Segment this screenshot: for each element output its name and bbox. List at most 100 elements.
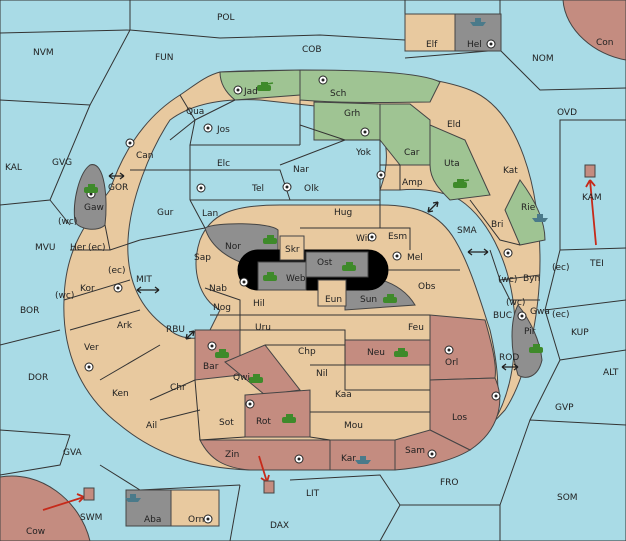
double-arrow-icon <box>108 172 125 180</box>
army-tank-icon[interactable] <box>84 184 98 193</box>
province-skr[interactable] <box>279 235 305 261</box>
fleet-unit-marker[interactable] <box>263 480 275 494</box>
label-olk: Olk <box>304 184 320 194</box>
supply-center <box>444 345 454 355</box>
label-fun: FUN <box>155 53 174 63</box>
double-arrow-icon <box>501 363 519 371</box>
supply-center <box>376 170 386 180</box>
label-gwa: Gwa <box>530 307 550 317</box>
label-wc2: (wc) <box>55 291 74 301</box>
double-arrow-icon <box>467 248 489 256</box>
fleet-ship-icon[interactable] <box>125 494 141 502</box>
label-obs: Obs <box>418 282 436 292</box>
label-web: Web <box>286 274 306 284</box>
supply-center <box>125 138 135 148</box>
label-wil: Wil <box>356 234 370 244</box>
supply-center <box>491 391 501 401</box>
province-kar[interactable] <box>329 439 396 471</box>
fleet-ship-icon[interactable] <box>470 18 486 26</box>
label-grh: Grh <box>344 109 360 119</box>
units <box>83 18 596 502</box>
label-hel: Hel <box>467 40 482 50</box>
province-uta[interactable] <box>429 124 491 201</box>
supply-center <box>239 277 249 287</box>
label-gvp: GVP <box>555 403 574 413</box>
label-sun: Sun <box>360 295 377 305</box>
province-qwi[interactable] <box>224 344 301 396</box>
label-ver: Ver <box>84 343 99 353</box>
province-elf[interactable] <box>404 13 456 52</box>
label-buc: BUC <box>493 311 512 321</box>
army-tank-icon[interactable] <box>257 82 274 91</box>
province-neu[interactable] <box>344 339 431 366</box>
supply-center <box>360 127 370 137</box>
label-neu: Neu <box>367 348 385 358</box>
label-bri: Bri <box>491 220 503 230</box>
label-eld: Eld <box>447 120 461 130</box>
province-con[interactable] <box>562 0 626 61</box>
province-rot[interactable] <box>244 389 311 438</box>
supply-center <box>84 362 94 372</box>
fleet-unit-marker[interactable] <box>584 164 596 178</box>
label-wc1: (wc) <box>58 217 77 227</box>
supply-center <box>203 514 213 524</box>
army-tank-icon[interactable] <box>394 348 408 357</box>
province-orl[interactable] <box>429 314 496 381</box>
fleet-ship-icon[interactable] <box>355 456 371 464</box>
army-tank-icon[interactable] <box>383 294 397 303</box>
order-arrows <box>42 179 597 511</box>
label-hil: Hil <box>253 299 265 309</box>
label-chp: Chp <box>298 347 316 357</box>
army-tank-icon[interactable] <box>282 414 296 423</box>
label-kat: Kat <box>503 166 518 176</box>
army-tank-icon[interactable] <box>529 344 543 353</box>
double-arrow-icon <box>185 330 195 340</box>
army-tank-icon[interactable] <box>249 374 263 383</box>
label-orl: Orl <box>445 358 458 368</box>
label-ost: Ost <box>317 258 333 268</box>
label-pol: POL <box>217 13 235 23</box>
label-gur: Gur <box>157 208 174 218</box>
province-sch[interactable] <box>299 69 441 103</box>
label-orn: Orn <box>188 515 204 525</box>
label-kaa: Kaa <box>335 390 352 400</box>
label-rbu: RBU <box>166 325 185 335</box>
fleet-unit-marker[interactable] <box>83 487 95 501</box>
supply-center <box>427 449 437 459</box>
label-gor: GOR <box>108 183 128 193</box>
label-her: Her <box>70 243 86 253</box>
supply-center <box>486 39 496 49</box>
label-dor: DOR <box>28 373 48 383</box>
label-jad: Jad <box>243 87 258 97</box>
label-ovd: OVD <box>557 108 577 118</box>
label-gvg: GVG <box>52 158 72 168</box>
army-tank-icon[interactable] <box>342 262 356 271</box>
label-rot: Rot <box>256 417 271 427</box>
label-kam: KAM <box>582 193 602 203</box>
label-nar: Nar <box>293 165 309 175</box>
province-grh[interactable] <box>313 101 381 141</box>
army-tank-icon[interactable] <box>215 349 229 358</box>
double-arrow-icon <box>136 286 160 294</box>
army-tank-icon[interactable] <box>263 272 277 281</box>
label-uru: Uru <box>255 323 271 333</box>
label-qwi: Qwi <box>233 373 250 383</box>
label-qua: Qua <box>186 107 204 117</box>
army-tank-icon[interactable] <box>453 179 470 188</box>
label-sma: SMA <box>457 226 477 236</box>
label-esm: Esm <box>388 232 407 242</box>
label-zin: Zin <box>225 450 239 460</box>
supply-center <box>196 183 206 193</box>
army-tank-icon[interactable] <box>263 235 277 244</box>
province-eun[interactable] <box>317 279 347 307</box>
label-sap: Sap <box>194 253 211 263</box>
province-ost[interactable] <box>305 251 369 278</box>
label-hug: Hug <box>334 208 352 218</box>
fleet-ship-icon[interactable] <box>532 214 548 222</box>
province-pir[interactable] <box>511 304 543 378</box>
label-skr: Skr <box>285 245 300 255</box>
label-nom: NOM <box>532 54 554 64</box>
label-tei: TEI <box>589 259 604 269</box>
label-nab: Nab <box>209 284 227 294</box>
